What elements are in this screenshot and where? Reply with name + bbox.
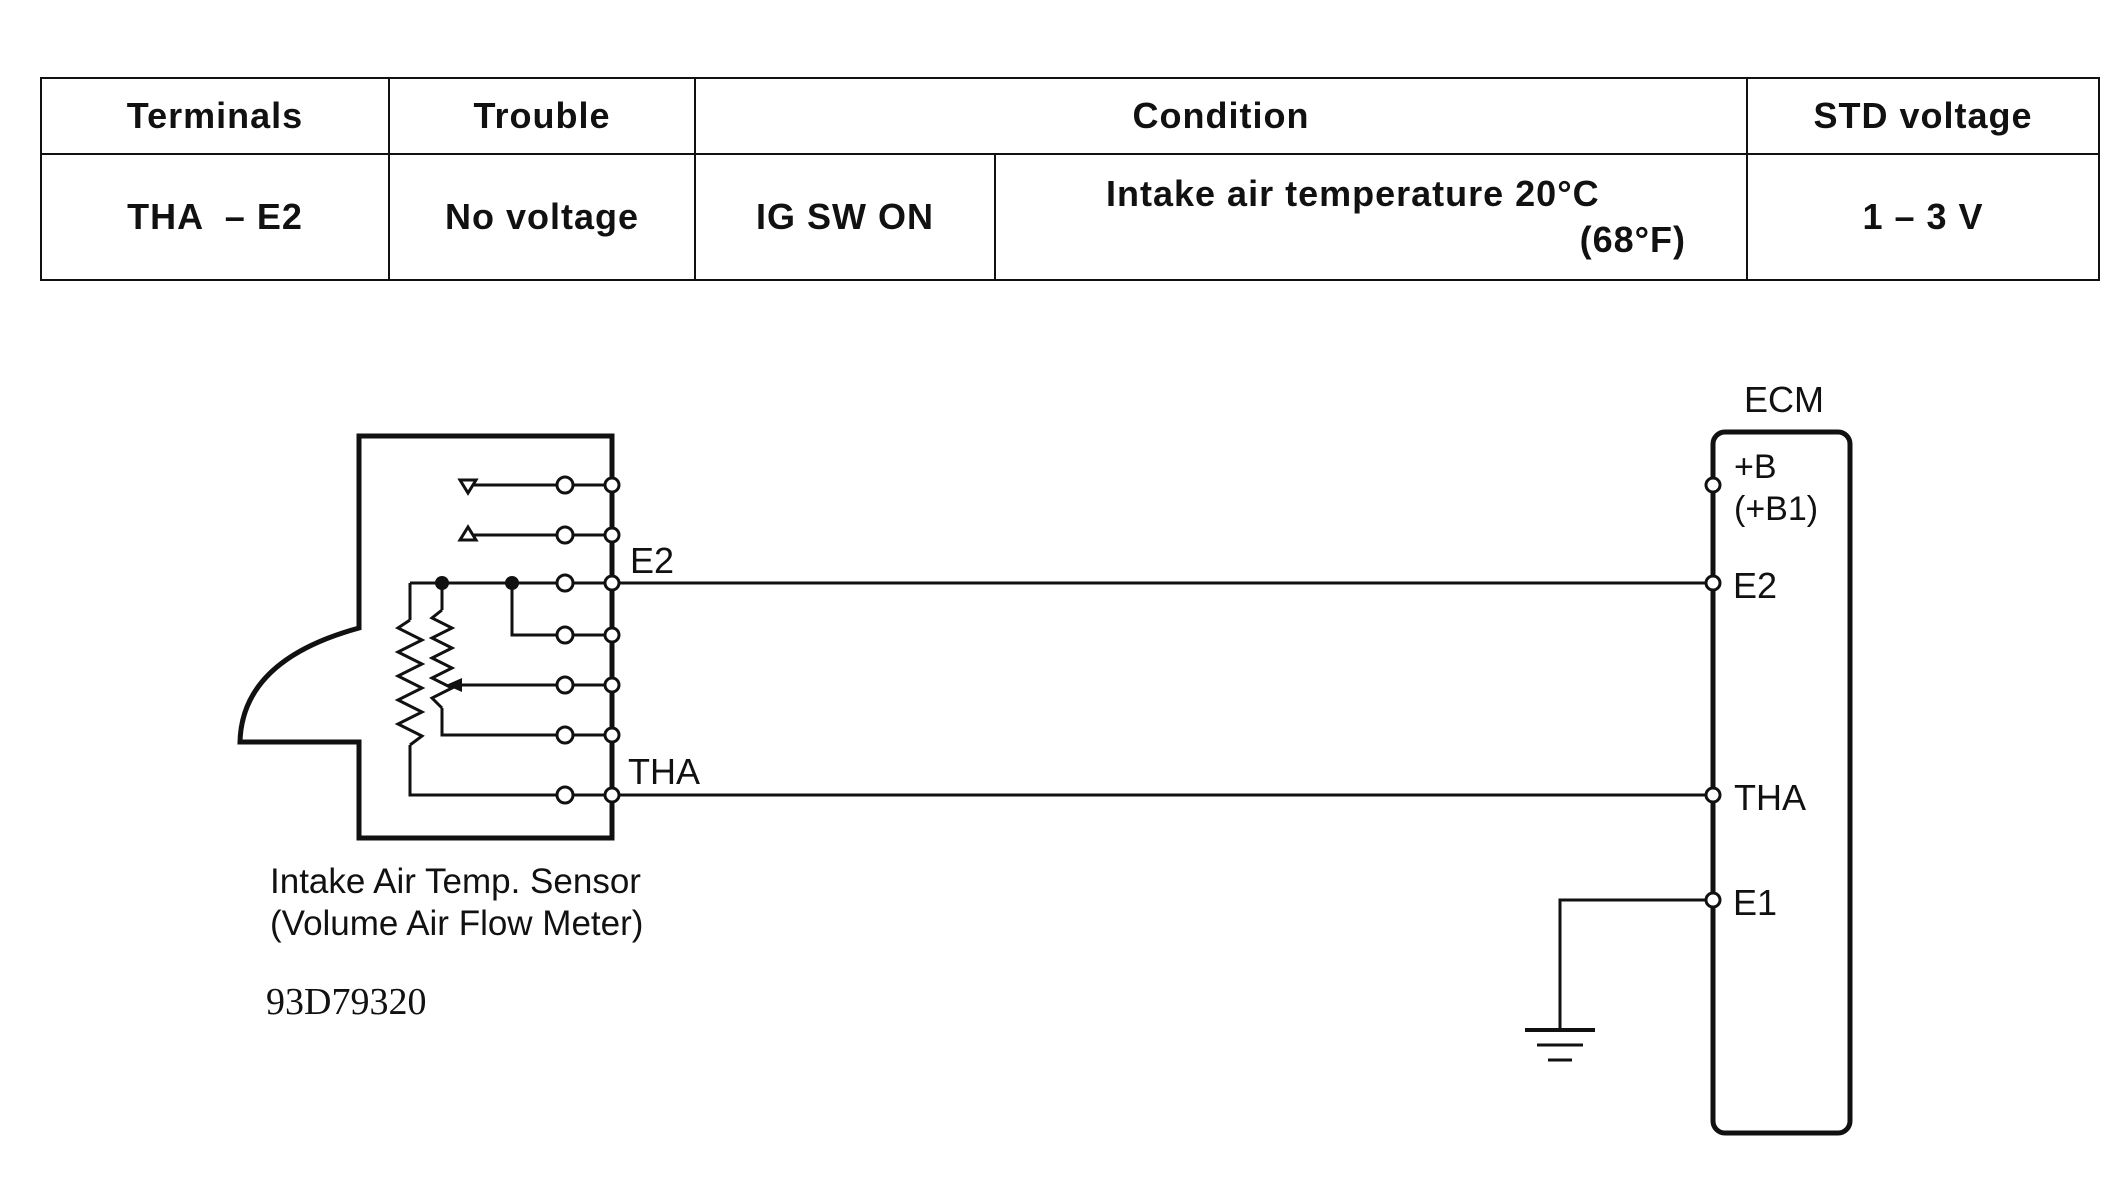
- header-condition: Condition: [693, 77, 1749, 155]
- sensor-pin-e2-label: E2: [630, 540, 674, 581]
- triangle-up-icon: [457, 524, 479, 542]
- wire-e1-ground: [1558, 898, 1706, 1030]
- ecm-pin-e2-label: E2: [1733, 565, 1777, 606]
- table-row: THA – E2 No voltage IG SW ON Intake air …: [40, 153, 2101, 281]
- connector-pin-icon: [555, 725, 575, 745]
- header-trouble: Trouble: [388, 77, 696, 155]
- terminal-icon: [603, 626, 621, 644]
- terminal-icon: [603, 476, 621, 494]
- potentiometer-icon: [428, 608, 456, 710]
- junction-dot-icon: [505, 576, 519, 590]
- terminal-icon: [603, 676, 621, 694]
- cell-terminals: THA – E2: [40, 153, 390, 281]
- connector-pin-icon: [555, 785, 575, 805]
- terminal-icon: [603, 526, 621, 544]
- terminal-icon: [603, 726, 621, 744]
- ecm-pin-b1-label: (+B1): [1734, 490, 1818, 528]
- cell-condition-switch: IG SW ON: [694, 153, 996, 281]
- ecm-pin-b-label: +B: [1734, 448, 1777, 486]
- ecm-title: ECM: [1744, 379, 1824, 420]
- sensor-name-line2: (Volume Air Flow Meter): [270, 904, 643, 943]
- ecm-box: [1710, 429, 1853, 1136]
- connector-pin-icon: [555, 675, 575, 695]
- terminal-icon: [603, 786, 621, 804]
- ground-symbol-icon: [1525, 1028, 1595, 1062]
- connector-pin-icon: [555, 475, 575, 495]
- thermistor-icon: [394, 618, 426, 747]
- condition-temp-line1: Intake air temperature 20°C: [1106, 173, 1600, 214]
- sensor-housing: [237, 433, 615, 841]
- connector-pin-icon: [555, 625, 575, 645]
- specification-table: Terminals Trouble Condition STD voltage …: [40, 77, 2101, 281]
- triangle-down-icon: [457, 478, 479, 496]
- figure-code: 93D79320: [266, 981, 427, 1023]
- sensor-name-line1: Intake Air Temp. Sensor: [270, 862, 641, 901]
- header-terminals: Terminals: [40, 77, 390, 155]
- ecm-terminal-b-icon: [1704, 476, 1722, 494]
- condition-temp-line2: (68°F): [1579, 219, 1687, 260]
- ecm-terminal-e2-icon: [1704, 574, 1722, 592]
- connector-pin-icon: [555, 525, 575, 545]
- cell-trouble: No voltage: [388, 153, 696, 281]
- ecm-pin-tha-label: THA: [1734, 777, 1806, 818]
- junction-dot-icon: [435, 576, 449, 590]
- ecm-pin-e1-label: E1: [1733, 882, 1777, 923]
- ecm-terminal-e1-icon: [1704, 891, 1722, 909]
- cell-std-voltage: 1 – 3 V: [1746, 153, 2101, 281]
- terminal-icon: [603, 574, 621, 592]
- header-std-voltage: STD voltage: [1746, 77, 2101, 155]
- table-header-row: Terminals Trouble Condition STD voltage: [40, 77, 2101, 155]
- ecm-terminal-tha-icon: [1704, 786, 1722, 804]
- cell-condition-temperature: Intake air temperature 20°C (68°F): [993, 153, 1749, 281]
- potentiometer-wiper-arrow-icon: [446, 678, 462, 692]
- connector-pin-icon: [555, 573, 575, 593]
- sensor-pin-tha-label: THA: [628, 751, 700, 792]
